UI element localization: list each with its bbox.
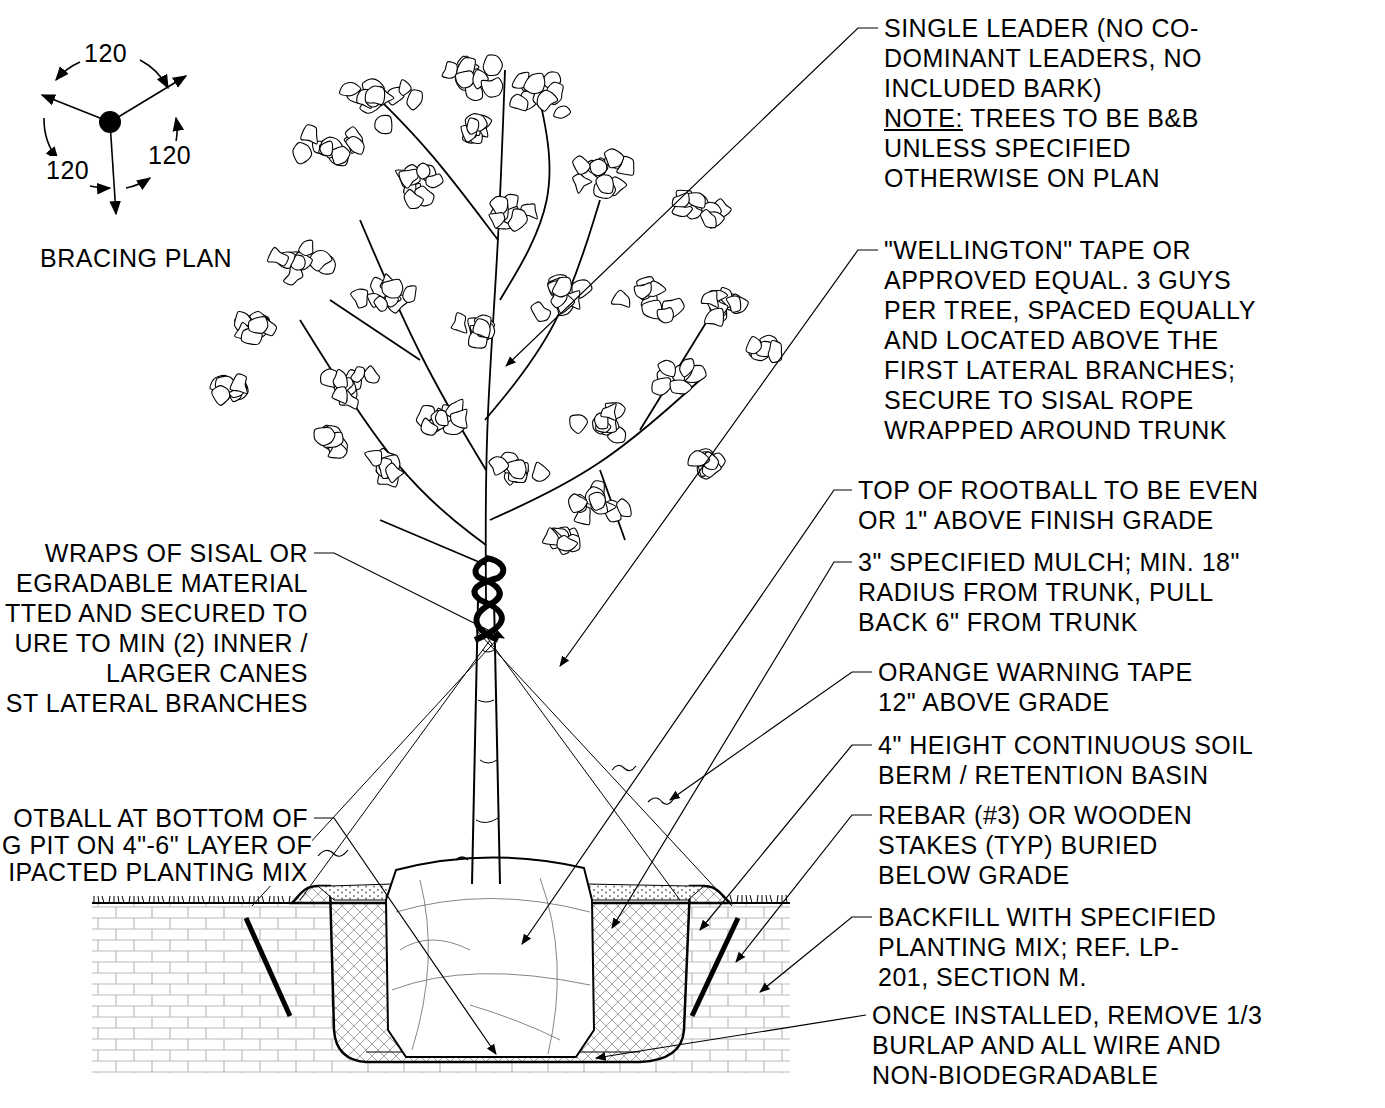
callout-note-fragment-text: EGRADABLE MATERIAL <box>16 569 308 597</box>
callout-note-fragment: G PIT ON 4"-6" LAYER OF <box>2 830 312 860</box>
canopy <box>210 55 782 555</box>
stake <box>246 918 290 1016</box>
callout-note-fragment-text: URE TO MIN (2) INNER / <box>15 629 308 657</box>
callout-note: SINGLE LEADER (NO CO-DOMINANT LEADERS, N… <box>884 13 1239 103</box>
angle-dimension: 120 <box>148 140 191 170</box>
callout-note-fragment-text: OTBALL AT BOTTOM OF <box>13 804 308 832</box>
callout-note-fragment-text: ST LATERAL BRANCHES <box>6 689 308 717</box>
note-heading-text: NOTE: <box>884 104 963 132</box>
guy-line <box>252 630 732 906</box>
callout-note: TOP OF ROOTBALL TO BE EVEN OR 1" ABOVE F… <box>858 475 1278 535</box>
callout-note: BACKFILL WITH SPECIFIED PLANTING MIX; RE… <box>878 902 1218 992</box>
callout-note: 3" SPECIFIED MULCH; MIN. 18" RADIUS FROM… <box>858 547 1273 637</box>
callout-note-fragment: URE TO MIN (2) INNER / <box>15 628 308 658</box>
angle-dimension-text: 120 <box>84 39 127 67</box>
note-heading: NOTE: <box>884 103 963 133</box>
warning-tape <box>318 765 674 860</box>
callout-note-text: 3" SPECIFIED MULCH; MIN. 18" RADIUS FROM… <box>858 548 1240 636</box>
callout-note: ONCE INSTALLED, REMOVE 1/3 BURLAP AND AL… <box>872 1000 1277 1090</box>
callout-note-text: BACKFILL WITH SPECIFIED PLANTING MIX; RE… <box>878 903 1216 991</box>
callout-note: ORANGE WARNING TAPE 12" ABOVE GRADE <box>878 657 1198 717</box>
callout-note-fragment: LARGER CANES <box>106 658 308 688</box>
bracing-plan-symbol <box>42 60 186 214</box>
callout-note-fragment-text: LARGER CANES <box>106 659 308 687</box>
callout-note: TREES TO BE B&B UNLESS SPECIFIED OTHERWI… <box>884 103 1282 193</box>
plan-title: BRACING PLAN <box>40 243 232 273</box>
callout-note-text: TREES TO BE B&B UNLESS SPECIFIED OTHERWI… <box>884 104 1199 192</box>
callout-note-fragment: EGRADABLE MATERIAL <box>16 568 308 598</box>
callout-note-text: REBAR (#3) OR WOODEN STAKES (TYP) BURIED… <box>878 801 1192 889</box>
callout-note: REBAR (#3) OR WOODEN STAKES (TYP) BURIED… <box>878 800 1193 890</box>
stake <box>692 918 738 1016</box>
burlap-texture <box>392 878 590 1054</box>
leader-lines <box>314 28 878 1058</box>
sisal-wrap <box>474 558 503 640</box>
angle-dimension: 120 <box>46 155 89 185</box>
callout-note-fragment-text: WRAPS OF SISAL OR <box>45 539 308 567</box>
callout-note-text: TOP OF ROOTBALL TO BE EVEN OR 1" ABOVE F… <box>858 476 1259 534</box>
callout-note-fragment: OTBALL AT BOTTOM OF <box>13 803 308 833</box>
callout-note-fragment-text: IPACTED PLANTING MIX <box>8 858 308 886</box>
callout-note-text: ORANGE WARNING TAPE 12" ABOVE GRADE <box>878 658 1193 716</box>
callout-note-fragment: IPACTED PLANTING MIX <box>8 857 308 887</box>
callout-note-fragment: ST LATERAL BRANCHES <box>6 688 308 718</box>
callout-note: "WELLINGTON" TAPE OR APPROVED EQUAL. 3 G… <box>884 235 1259 445</box>
callout-note-fragment-text: G PIT ON 4"-6" LAYER OF <box>2 831 312 859</box>
angle-dimension-text: 120 <box>148 141 191 169</box>
callout-note-text: SINGLE LEADER (NO CO-DOMINANT LEADERS, N… <box>884 14 1202 102</box>
callout-note-fragment-text: TTED AND SECURED TO <box>5 599 308 627</box>
callout-note-text: ONCE INSTALLED, REMOVE 1/3 BURLAP AND AL… <box>872 1001 1262 1089</box>
angle-dimension: 120 <box>84 38 127 68</box>
callout-note-text: 4" HEIGHT CONTINUOUS SOIL BERM / RETENTI… <box>878 731 1253 789</box>
callout-note-text: "WELLINGTON" TAPE OR APPROVED EQUAL. 3 G… <box>884 236 1256 444</box>
rootball <box>386 857 594 1057</box>
callout-note: 4" HEIGHT CONTINUOUS SOIL BERM / RETENTI… <box>878 730 1258 790</box>
callout-note-fragment: TTED AND SECURED TO <box>5 598 308 628</box>
bark-marks <box>476 650 498 823</box>
angle-dimension-text: 120 <box>46 156 89 184</box>
callout-note-fragment: WRAPS OF SISAL OR <box>45 538 308 568</box>
plan-title-text: BRACING PLAN <box>40 244 232 272</box>
branches <box>300 70 720 602</box>
